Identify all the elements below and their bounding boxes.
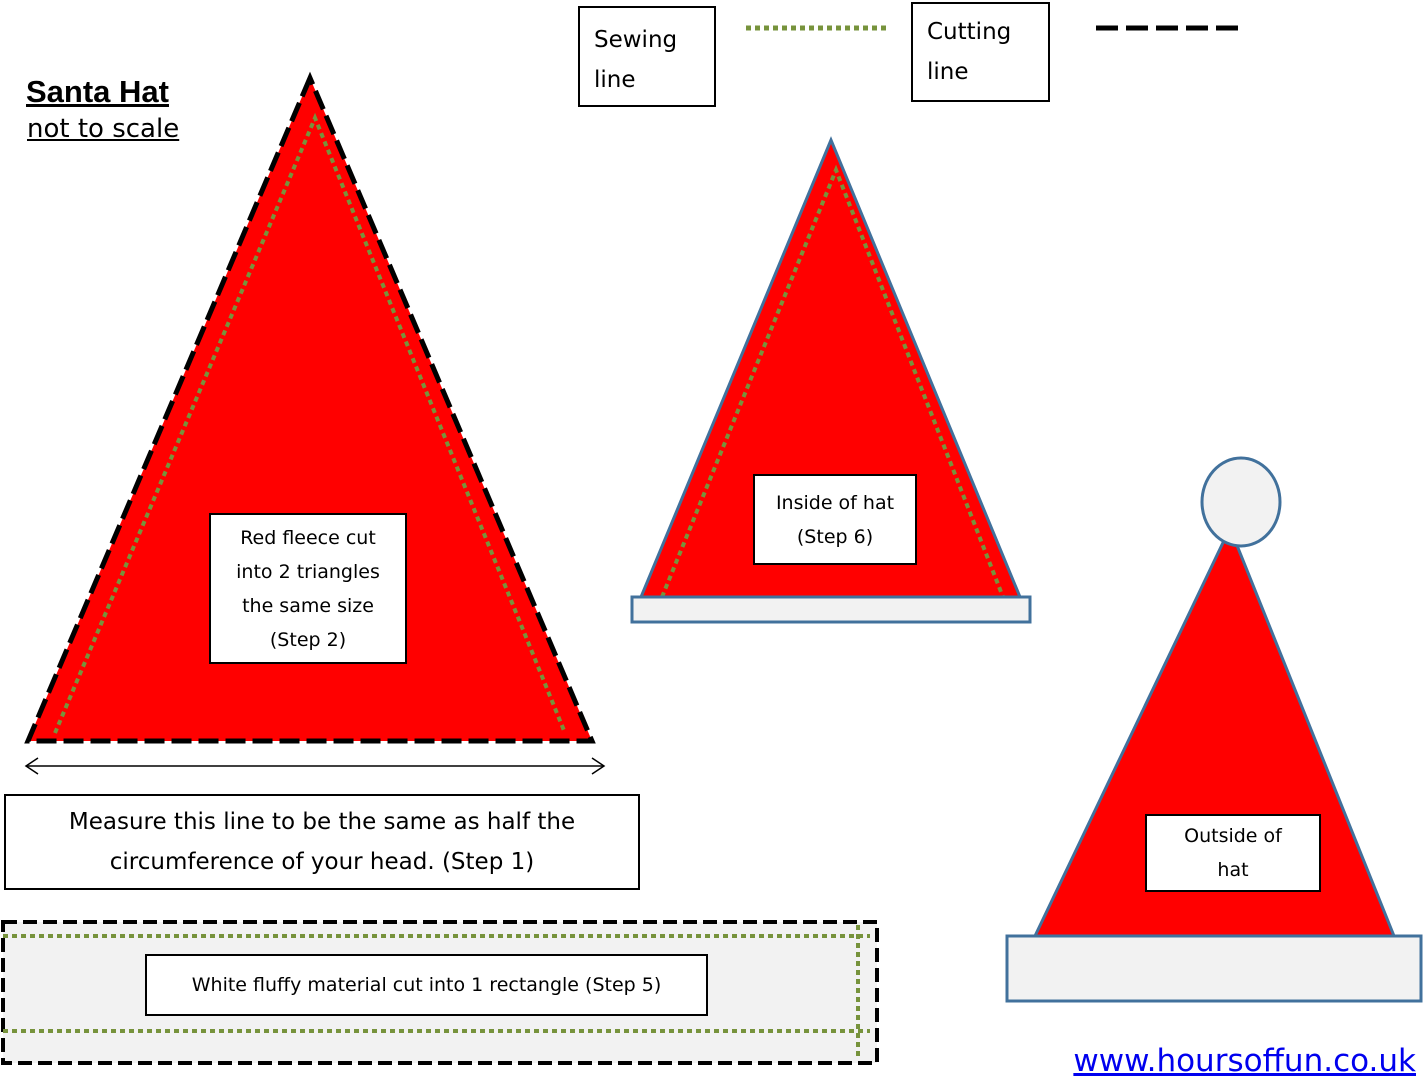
- white-material-label: White fluffy material cut into 1 rectang…: [191, 974, 662, 996]
- legend-cutting-box: Cutting line: [911, 2, 1050, 102]
- legend-sewing-box: Sewing line: [578, 6, 716, 107]
- inside-hat-brim: [630, 595, 1032, 624]
- measure-arrow: [24, 757, 606, 775]
- website-link[interactable]: www.hoursoffun.co.uk: [1073, 1043, 1416, 1079]
- fleece-label-box: Red fleece cut into 2 triangles the same…: [209, 513, 407, 664]
- legend-cutting-label: Cutting line: [927, 19, 1012, 85]
- measure-label-box: Measure this line to be the same as half…: [4, 794, 640, 890]
- white-material-sewing-line: [3, 925, 870, 1060]
- page-title: Santa Hat: [26, 74, 169, 109]
- outside-hat-brim: [1005, 934, 1423, 1003]
- outside-hat-label: Outside of hat: [1184, 825, 1282, 881]
- page-subtitle: not to scale: [27, 114, 180, 144]
- inside-hat-sewing-line: [660, 164, 1005, 598]
- fleece-triangle: [24, 71, 596, 744]
- fleece-label: Red fleece cut into 2 triangles the same…: [236, 526, 380, 651]
- fleece-sewing-line: [53, 112, 567, 734]
- outside-hat-label-box: Outside of hat: [1145, 814, 1321, 892]
- inside-hat-label: Inside of hat (Step 6): [775, 491, 895, 548]
- legend-sewing-label: Sewing line: [594, 27, 678, 93]
- measure-label: Measure this line to be the same as half…: [68, 809, 576, 875]
- pompom: [1200, 456, 1282, 548]
- white-material-label-box: White fluffy material cut into 1 rectang…: [145, 954, 708, 1016]
- inside-hat-label-box: Inside of hat (Step 6): [753, 474, 917, 565]
